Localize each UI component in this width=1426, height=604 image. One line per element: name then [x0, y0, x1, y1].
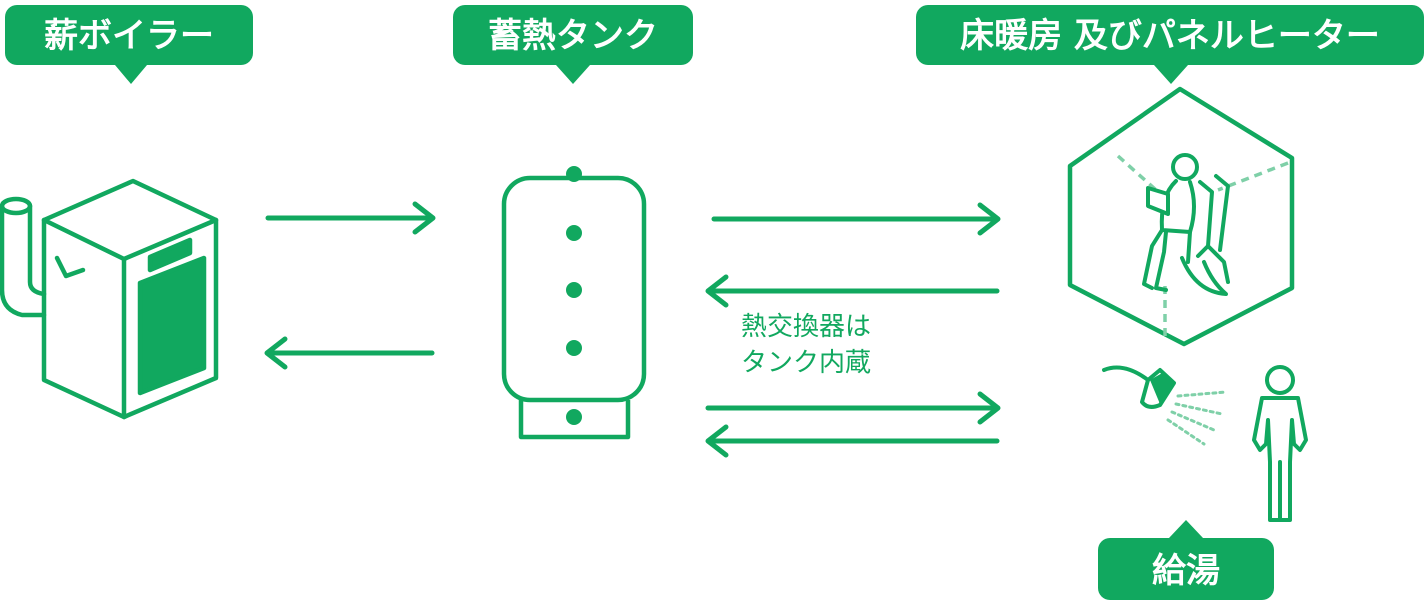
label-tank-text: 蓄熱タンク [488, 16, 658, 56]
wood-boiler-icon [0, 178, 219, 420]
label-tank: 蓄熱タンク [453, 5, 693, 84]
arrow-boiler-to-tank [265, 201, 436, 235]
label-hot-water: 給湯 [1098, 520, 1274, 600]
label-heating: 床暖房 及びパネルヒーター [916, 5, 1424, 84]
standing-person-icon [1252, 365, 1308, 522]
arrow-tank-to-hot-water [705, 391, 1001, 425]
arrow-tank-to-heating [711, 202, 1001, 236]
shower-head-icon [1102, 365, 1228, 446]
house-with-person-icon [1067, 86, 1295, 347]
label-boiler: 薪ボイラー [5, 5, 253, 84]
arrow-tank-to-boiler [264, 336, 435, 370]
note-line-1: 熱交換器は [741, 312, 871, 342]
arrow-hot-water-to-tank [705, 424, 1000, 458]
note-line-2: タンク内蔵 [741, 348, 871, 378]
arrow-heating-to-tank [705, 274, 1000, 308]
label-hot-water-text: 給湯 [1152, 551, 1220, 591]
label-boiler-text: 薪ボイラー [44, 16, 214, 56]
heat-storage-tank-icon [501, 166, 647, 440]
label-heating-text: 床暖房 及びパネルヒーター [960, 16, 1380, 56]
